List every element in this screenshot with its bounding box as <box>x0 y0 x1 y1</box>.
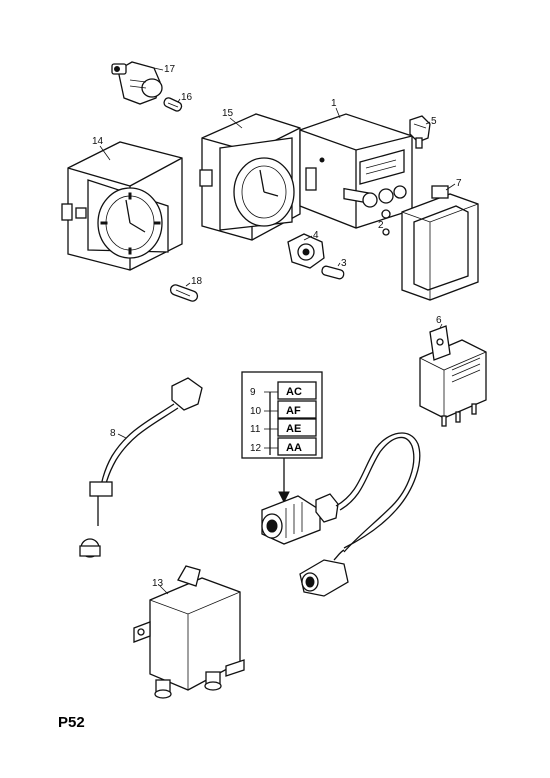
callout-8: 8 <box>110 428 116 439</box>
part-5-bulb-socket <box>409 115 431 149</box>
part-1-digital-clock <box>299 113 413 229</box>
part-17-bulb-holder <box>111 61 163 105</box>
part-6-relay <box>419 325 487 427</box>
svg-text:9: 9 <box>250 387 256 398</box>
svg-text:AF: AF <box>286 405 301 417</box>
callout-2: 2 <box>378 220 384 231</box>
callout-1: 1 <box>331 98 337 109</box>
callout-6: 6 <box>436 315 442 326</box>
callout-13: 13 <box>152 578 164 589</box>
svg-text:AA: AA <box>286 442 302 454</box>
part-13-control-unit <box>133 565 245 699</box>
svg-text:12: 12 <box>250 443 262 454</box>
page-id: P52 <box>58 714 85 731</box>
part-15-analog-clock <box>199 113 301 241</box>
callout-18: 18 <box>191 276 203 287</box>
callout-4: 4 <box>313 230 319 241</box>
svg-text:AE: AE <box>286 423 301 435</box>
variant-row-12: 12 AA <box>250 437 317 456</box>
part-16-bulb <box>163 97 183 112</box>
callout-5: 5 <box>431 116 437 127</box>
callout-14: 14 <box>92 136 104 147</box>
part-7-mounting-frame <box>401 185 479 301</box>
part-14-analog-clock <box>61 141 183 271</box>
variant-table: 9 AC 10 AF 11 AE 12 AA <box>241 371 323 459</box>
variant-row-11: 11 AE <box>250 418 317 437</box>
part-18-bulb <box>169 284 199 302</box>
callout-16: 16 <box>181 92 193 103</box>
variant-row-10: 10 AF <box>250 400 317 419</box>
part-8-sensor-cable <box>79 377 203 558</box>
variant-row-9: 9 AC <box>250 381 317 400</box>
part-4-bulb-holder <box>287 233 325 269</box>
svg-text:10: 10 <box>250 406 262 417</box>
part-2-screw <box>381 209 391 236</box>
svg-text:AC: AC <box>286 386 302 398</box>
svg-text:11: 11 <box>250 424 261 435</box>
callout-7: 7 <box>456 178 462 189</box>
callout-17: 17 <box>164 64 176 75</box>
pointer-arrow <box>278 458 290 504</box>
callout-3: 3 <box>341 258 347 269</box>
part-3-bulb <box>321 265 345 280</box>
speed-sensor-assembly <box>261 432 421 597</box>
callout-15: 15 <box>222 108 234 119</box>
